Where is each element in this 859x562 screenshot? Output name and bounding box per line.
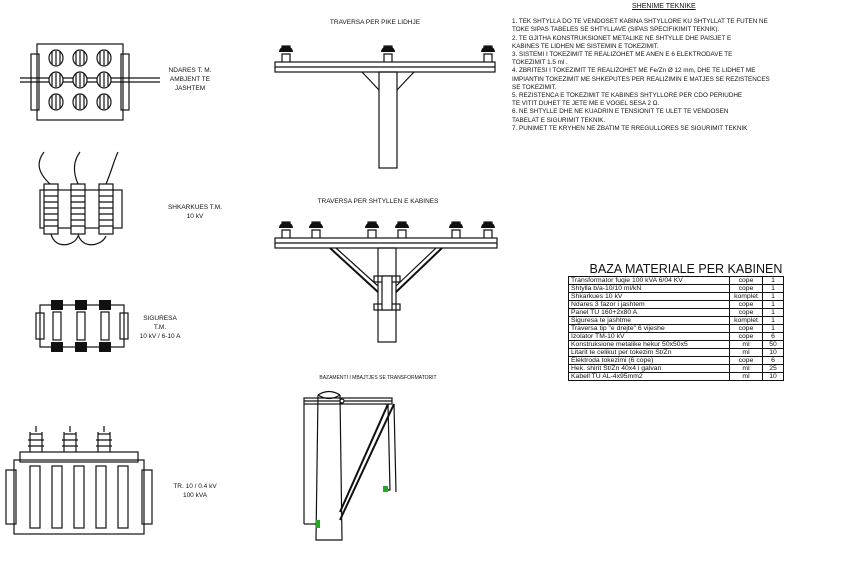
- bom-qty: 1: [762, 316, 784, 325]
- transformer-base-drawing: [303, 390, 397, 541]
- bom-qty: 10: [762, 348, 784, 357]
- bom-item: Elektroda tokezimi (6 cope): [568, 356, 730, 365]
- note-line: 3. SISTEMI I TOKEZIMIT TE REALIZOHET ME …: [512, 51, 733, 59]
- disconnector-symbol: [20, 43, 160, 121]
- note-line: 1. TEK SHTYLLA DO TE VENDOSET KABINA SHT…: [512, 18, 768, 26]
- bom-unit: cope: [729, 276, 763, 285]
- note-line: TOKEZIMIT 1.5 ml .: [512, 59, 568, 67]
- bill-of-materials: BAZA MATERIALE PER KABINEN Transformator…: [568, 262, 804, 381]
- note-line: 2. TE GJITHA KONSTRUKSIONET METALIKE NE …: [512, 34, 732, 42]
- bom-item: Transformator fuqie 100 kVA 6/04 KV: [568, 276, 730, 285]
- bom-item: Shtylla b/a-10/10 ml/kN: [568, 284, 730, 293]
- note-line: TOKE SIPAS TABELES SE SHTYLLAVE (SIPAS S…: [512, 26, 720, 34]
- label-transformer: TR. 10 / 0.4 kV: [173, 483, 217, 490]
- bom-unit: cope: [729, 332, 763, 341]
- label-transformer-2: 100 kVA: [183, 492, 208, 499]
- bom-qty: 1: [762, 284, 784, 293]
- note-line: 6. NE SHTYLLE DHE NE KUADRIN E TENSIONIT…: [512, 108, 729, 116]
- bom-qty: 50: [762, 340, 784, 349]
- technical-notes: SHENIME TEKNIKE 1. TEK SHTYLLA DO TE VEN…: [512, 3, 857, 133]
- bom-item: Litarit te celikut per tokezim St/Zn: [568, 348, 730, 357]
- label-fuse: SIGURESA: [143, 315, 177, 322]
- fuse-symbol: [35, 300, 129, 352]
- bom-qty: 6: [762, 332, 784, 341]
- title-crossarm-link: TRAVERSA PER PIKE LIDHJE: [330, 19, 421, 26]
- note-line: IMPIANTIN TOKEZIMIT ME SHKEPUTES PER REA…: [512, 75, 770, 83]
- label-fuse-3: 10 kV / 6-10 A: [140, 333, 181, 340]
- bom-qty: 1: [762, 276, 784, 285]
- bom-item: Siguresa te jashtme: [568, 316, 730, 325]
- label-insulators-3: JASHTEM: [175, 85, 205, 92]
- bom-item: Konstruksione metalike hekur 50x50x5: [568, 340, 730, 349]
- bom-qty: 1: [762, 324, 784, 333]
- transformer-symbol: [5, 426, 153, 535]
- bom-item: Ndares 3 fazor i jashtem: [568, 300, 730, 309]
- bom-qty: 6: [762, 356, 784, 365]
- title-crossarm-cabin: TRAVERSA PER SHTYLLEN E KABINES: [318, 198, 440, 205]
- bom-unit: ml: [729, 364, 763, 373]
- bom-unit: cope: [729, 284, 763, 293]
- crossarm-link-drawing: [274, 45, 496, 169]
- bom-unit: komplet: [729, 316, 763, 325]
- title-base: BAZAMENTI I MBAJTJES SE TRANSFORMATORIT: [319, 375, 436, 381]
- bom-unit: cope: [729, 300, 763, 309]
- note-line: SE TOKEZIMIT.: [512, 83, 557, 91]
- bom-item: Panel TU 160+2x80 A: [568, 308, 730, 317]
- bom-qty: 1: [762, 300, 784, 309]
- bom-unit: ml: [729, 348, 763, 357]
- note-line: KABINES TE LIDHEN ME SISTEMIN E TOKEZIMI…: [512, 42, 659, 50]
- bom-title: BAZA MATERIALE PER KABINEN: [589, 262, 783, 276]
- bom-item: Shkarkues 10 kV: [568, 292, 730, 301]
- bom-qty: 1: [762, 292, 784, 301]
- note-line: 5. REZISTENCA E TOKEZIMIT TE KABINES SHT…: [512, 92, 743, 100]
- notes-title: SHENIME TEKNIKE: [632, 3, 696, 10]
- label-insulators-2: AMBJENT TE: [170, 76, 211, 83]
- bom-unit: ml: [729, 372, 763, 381]
- label-insulators: NDARES T. M.: [169, 67, 212, 74]
- surge-arrester-symbol: [38, 151, 123, 246]
- bom-unit: cope: [729, 308, 763, 317]
- bom-unit: ml: [729, 340, 763, 349]
- note-line: 7. PUNIMET TE KRYHEN NE ZBATIM TE RREGUL…: [512, 124, 748, 132]
- bom-qty: 1: [762, 308, 784, 317]
- bom-item: Hek. shirit St/Zn 40x4 i galvan: [568, 364, 730, 373]
- bom-unit: komplet: [729, 292, 763, 301]
- label-arrester: SHKARKUES T.M.: [168, 204, 222, 211]
- note-line: TE VITIT DUHET TE JETE ME E VOGEL SESA 2…: [512, 100, 660, 108]
- bom-qty: 25: [762, 364, 784, 373]
- note-line: TABELAT E SIGURIMIT TEKNIK.: [512, 116, 606, 124]
- bom-item: Izolator TM-10 kV: [568, 332, 730, 341]
- label-fuse-2: T.M.: [154, 324, 166, 331]
- bom-unit: cope: [729, 324, 763, 333]
- label-arrester-2: 10 kV: [187, 213, 204, 220]
- bom-item: Traversa tip "e drejte" 6 vijeshe: [568, 324, 730, 333]
- bom-unit: cope: [729, 356, 763, 365]
- crossarm-cabin-drawing: [274, 221, 498, 343]
- note-line: 4. ZBRITESI I TOKEZIMIT TE REALIZOHET ME…: [512, 67, 756, 75]
- bom-qty: 10: [762, 372, 784, 381]
- bom-item: Kabell TU AL-4x95mm2: [568, 372, 730, 381]
